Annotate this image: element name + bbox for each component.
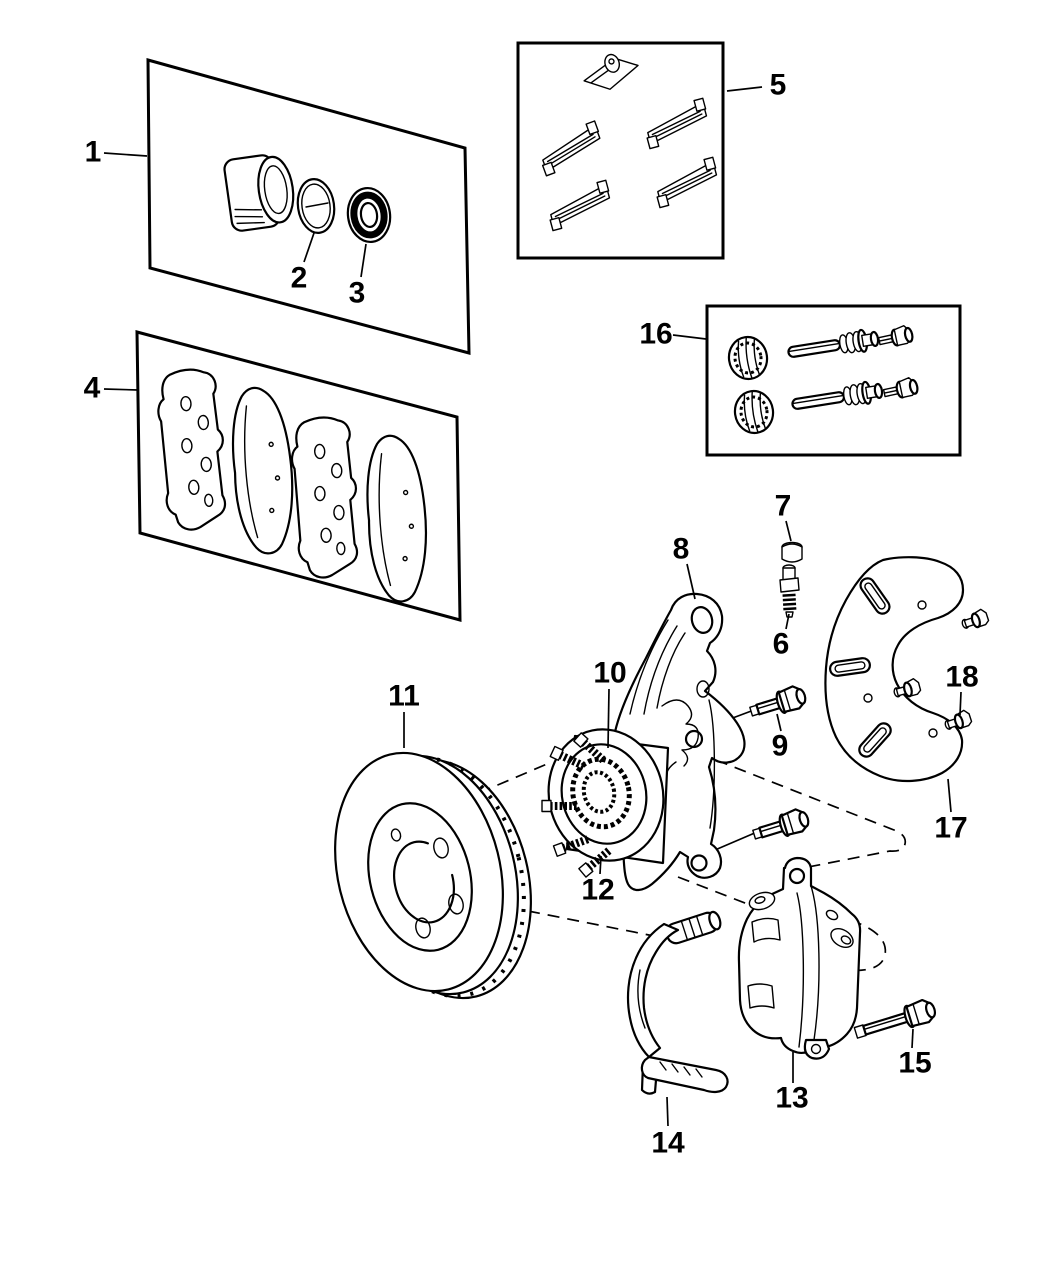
callout-wheel-stud[interactable]: 12	[581, 874, 614, 907]
leader-line-splash-shield	[947, 778, 952, 813]
callout-hub-and-bearing[interactable]: 10	[593, 657, 626, 690]
splash-shield	[824, 556, 965, 783]
hub-and-bearing	[537, 728, 670, 877]
leader-line-brake-pad-kit	[103, 388, 139, 391]
leader-line-steering-knuckle	[686, 563, 696, 600]
leader-line-shield-screw	[959, 691, 962, 716]
leader-line-adapter-bolt	[911, 1028, 914, 1049]
callout-caliper-adapter[interactable]: 14	[651, 1127, 685, 1160]
leader-line-piston-boot	[360, 243, 367, 278]
leader-line-bleeder-screw	[785, 613, 790, 630]
callout-piston-seal[interactable]: 2	[291, 262, 308, 295]
callout-bleeder-cap[interactable]: 7	[775, 490, 792, 523]
brake-pad-kit-box	[135, 330, 462, 622]
callout-bleeder-screw[interactable]: 6	[773, 628, 790, 661]
leader-line-piston-seal	[303, 232, 315, 263]
shield-screw	[958, 607, 991, 633]
adapter-bolt	[853, 998, 937, 1039]
leader-line-bleeder-cap	[785, 520, 792, 542]
callout-steering-knuckle[interactable]: 8	[673, 533, 690, 566]
bleeder-screw	[779, 564, 800, 618]
callout-brake-rotor[interactable]: 11	[388, 680, 420, 713]
caliper-adapter	[626, 910, 729, 1095]
leader-line-guide-pin-kit	[672, 334, 707, 340]
callout-pad-hardware-kit[interactable]: 5	[770, 69, 787, 102]
leader-line-piston-kit	[103, 152, 148, 157]
leader-line-caliper-adapter	[666, 1096, 669, 1127]
piston-dust-boot	[346, 187, 392, 243]
knuckle-bolt	[749, 805, 813, 847]
brake-caliper	[737, 856, 862, 1060]
callout-adapter-bolt[interactable]: 15	[898, 1047, 931, 1080]
callout-knuckle-bolt[interactable]: 9	[772, 730, 789, 763]
callout-brake-pad-kit[interactable]: 4	[84, 372, 101, 405]
leader-line-wheel-stud	[599, 855, 602, 875]
brake-rotor	[334, 751, 532, 1000]
bleeder-cap	[781, 541, 803, 563]
callout-piston-kit[interactable]: 1	[85, 136, 102, 169]
hardware-kit-box	[516, 41, 725, 260]
callout-shield-screw[interactable]: 18	[945, 661, 978, 694]
callout-piston-boot[interactable]: 3	[349, 277, 366, 310]
guide-pin-kit-box	[705, 304, 962, 457]
callout-splash-shield[interactable]: 17	[934, 812, 967, 845]
leader-line-pad-hardware-kit	[726, 86, 763, 92]
caliper-piston	[223, 154, 295, 232]
hardware-clip	[583, 53, 639, 90]
leader-line-hub-and-bearing	[607, 688, 610, 749]
leader-line-knuckle-bolt	[776, 713, 782, 732]
piston-kit-box	[146, 58, 471, 355]
callout-brake-caliper[interactable]: 13	[775, 1082, 808, 1115]
callout-guide-pin-kit[interactable]: 16	[639, 318, 672, 351]
piston-seal-ring	[296, 178, 336, 234]
